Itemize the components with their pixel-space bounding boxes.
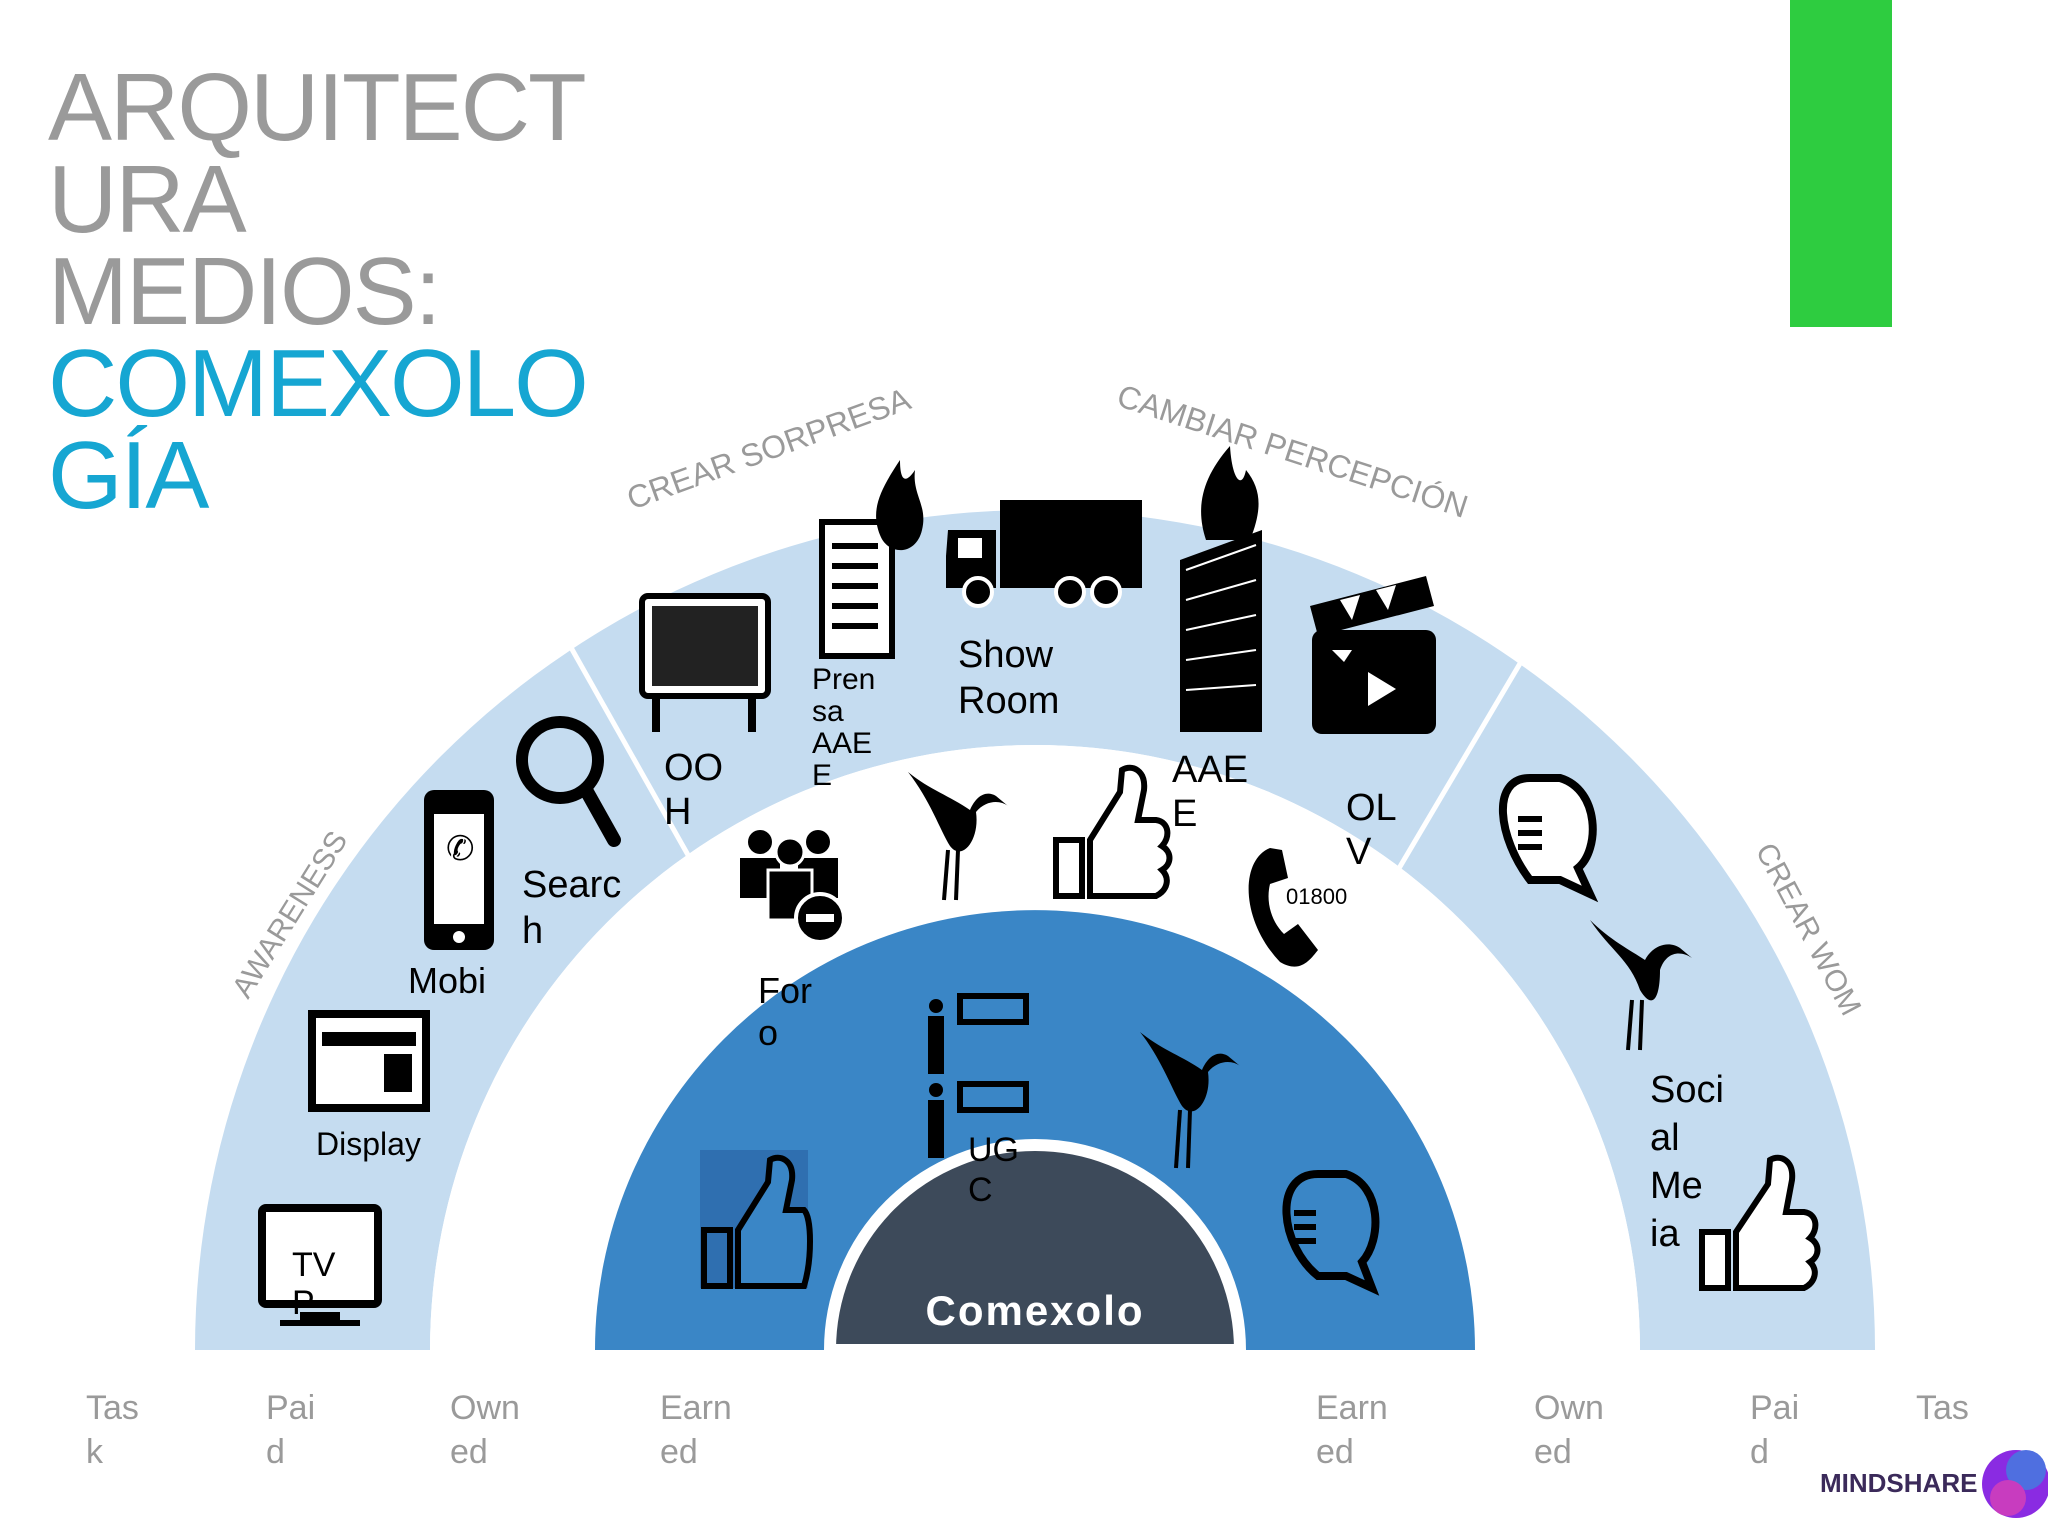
clapperboard-icon <box>1310 576 1436 734</box>
bird-icon-3 <box>1140 1032 1240 1169</box>
axis-left-owned: Own ed <box>450 1389 520 1471</box>
bird-icon-2 <box>908 772 1008 901</box>
arc-label-cambiar-percepcion: CAMBIAR PERCEPCIÓN <box>1113 377 1472 524</box>
label-aaee: AAE E <box>1172 749 1249 835</box>
thumbs-up-icon <box>1699 1154 1821 1291</box>
label-display: Display <box>316 1126 421 1162</box>
title-line-5: GÍA <box>48 422 209 529</box>
phone-icon: 01800 <box>1248 848 1347 967</box>
axis-left-earned: Earn ed <box>660 1389 732 1471</box>
axis-left-task: Tas k <box>86 1389 139 1471</box>
burning-building-icon <box>1180 446 1262 732</box>
mobile-icon: ✆ <box>424 790 494 950</box>
newspaper-icon <box>819 519 895 659</box>
axis-right-earned: Earn ed <box>1316 1389 1388 1471</box>
axis-right-task: Tas <box>1916 1389 1969 1427</box>
flame-icon <box>876 460 924 551</box>
ugc-icon <box>928 993 1029 1158</box>
center-label: Comexolo <box>925 1287 1144 1334</box>
thumbs-up-icon-3 <box>700 1150 813 1289</box>
phone-number: 01800 <box>1286 884 1347 909</box>
label-ugc: UG C <box>968 1131 1019 1209</box>
thumbs-up-icon-2 <box>1053 764 1173 899</box>
label-social: Soci al Me ia <box>1650 1069 1724 1255</box>
title-line-3: MEDIOS: <box>48 238 441 345</box>
label-showroom: Show Room <box>958 634 1060 722</box>
search-icon <box>516 716 621 847</box>
title-line-4: COMEXOLO <box>48 330 589 437</box>
brand-name: MINDSHARE <box>1820 1468 1978 1498</box>
label-mobile: Mobi <box>408 960 487 1001</box>
label-foro: For o <box>758 970 812 1053</box>
bird-icon <box>1590 920 1692 1051</box>
forum-icon <box>740 830 846 944</box>
label-olv: OL V <box>1346 787 1396 873</box>
axis-right-owned: Own ed <box>1534 1389 1604 1471</box>
inner-ring <box>595 910 1475 1350</box>
axis-right-paid: Pai d <box>1750 1389 1800 1471</box>
label-search: Searc h <box>522 864 622 952</box>
display-icon <box>308 1010 430 1112</box>
middle-band <box>430 745 1640 1350</box>
tv-icon <box>258 1204 382 1326</box>
title-line-1: ARQUITECT <box>48 54 587 161</box>
truck-icon <box>946 500 1142 608</box>
label-tv: TV P <box>292 1246 336 1322</box>
svg-text:✆: ✆ <box>446 829 475 869</box>
axis-left-paid: Pai d <box>266 1389 316 1471</box>
title-line-2: URA <box>48 146 247 253</box>
outer-ring <box>195 510 1875 1350</box>
chat-bubble-icon-2 <box>1282 1170 1380 1296</box>
arc-label-crear-sorpresa: CREAR SORPRESA <box>622 380 916 516</box>
center-hub <box>823 1139 1247 1356</box>
page-title: ARQUITECT URA MEDIOS: COMEXOLO GÍA <box>48 54 589 529</box>
billboard-icon <box>639 593 771 732</box>
chat-bubble-icon <box>1498 774 1599 903</box>
mindshare-logo-icon <box>1982 1450 2048 1518</box>
label-prensa: Pren sa AAE E <box>812 663 876 792</box>
label-ooh: OO H <box>664 747 724 833</box>
green-accent-bar <box>1790 0 1892 327</box>
